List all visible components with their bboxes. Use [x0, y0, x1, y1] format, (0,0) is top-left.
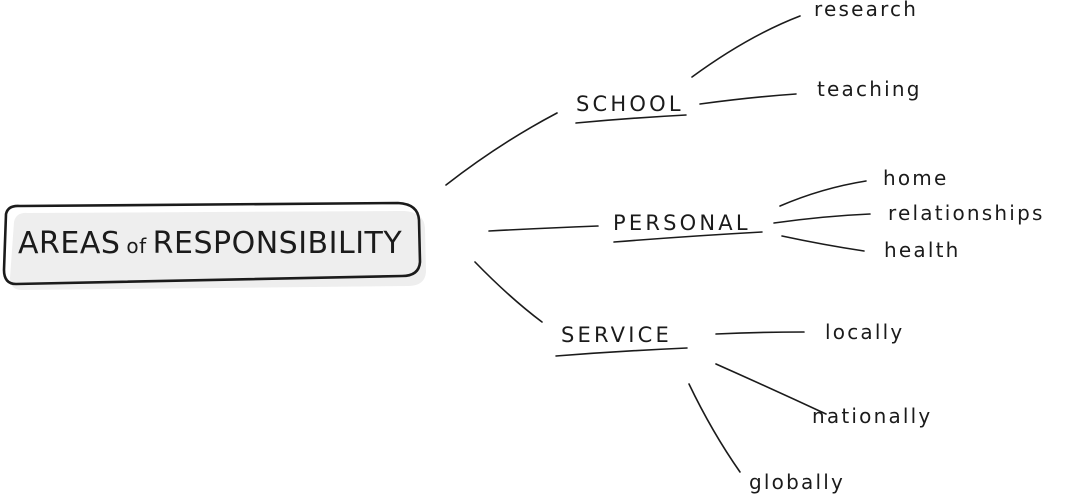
connector-personal-health	[781, 235, 865, 252]
connector-root-service	[474, 261, 543, 323]
leaf-teaching: teaching	[817, 77, 922, 101]
leaf-relationships: relationships	[888, 201, 1045, 225]
branch-service-underline	[555, 347, 688, 357]
leaf-locally: locally	[825, 320, 904, 344]
branch-personal-underline	[613, 231, 763, 243]
branch-personal: PERSONAL home relationships health	[613, 166, 1045, 262]
branch-school-label: SCHOOL	[576, 92, 684, 116]
branch-school: SCHOOL research teaching	[575, 0, 922, 124]
branch-personal-label: PERSONAL	[613, 211, 751, 235]
root-title-connector: of	[126, 234, 147, 258]
connector-root-personal	[488, 225, 599, 232]
connector-root-school	[445, 112, 558, 186]
connector-school-teaching	[699, 93, 797, 105]
connector-school-research	[691, 15, 801, 78]
leaf-research: research	[814, 0, 918, 21]
root-connectors	[445, 112, 599, 323]
leaf-globally: globally	[749, 470, 845, 494]
root-box	[2, 201, 422, 286]
connector-service-nationally	[715, 363, 827, 415]
connector-service-locally	[715, 331, 805, 335]
branch-school-underline	[575, 114, 687, 124]
root-title-part1: AREAS	[18, 226, 120, 261]
connector-personal-relationships	[773, 213, 871, 224]
connector-service-globally	[688, 383, 741, 473]
leaf-home: home	[883, 166, 949, 190]
branch-service: SERVICE locally nationally globally	[555, 320, 932, 494]
branch-service-label: SERVICE	[561, 323, 672, 347]
root-box-shadow	[10, 211, 426, 290]
root-title-part2: RESPONSIBILITY	[153, 226, 403, 261]
leaf-health: health	[884, 238, 961, 262]
connector-personal-home	[779, 180, 867, 207]
leaf-nationally: nationally	[812, 404, 932, 428]
